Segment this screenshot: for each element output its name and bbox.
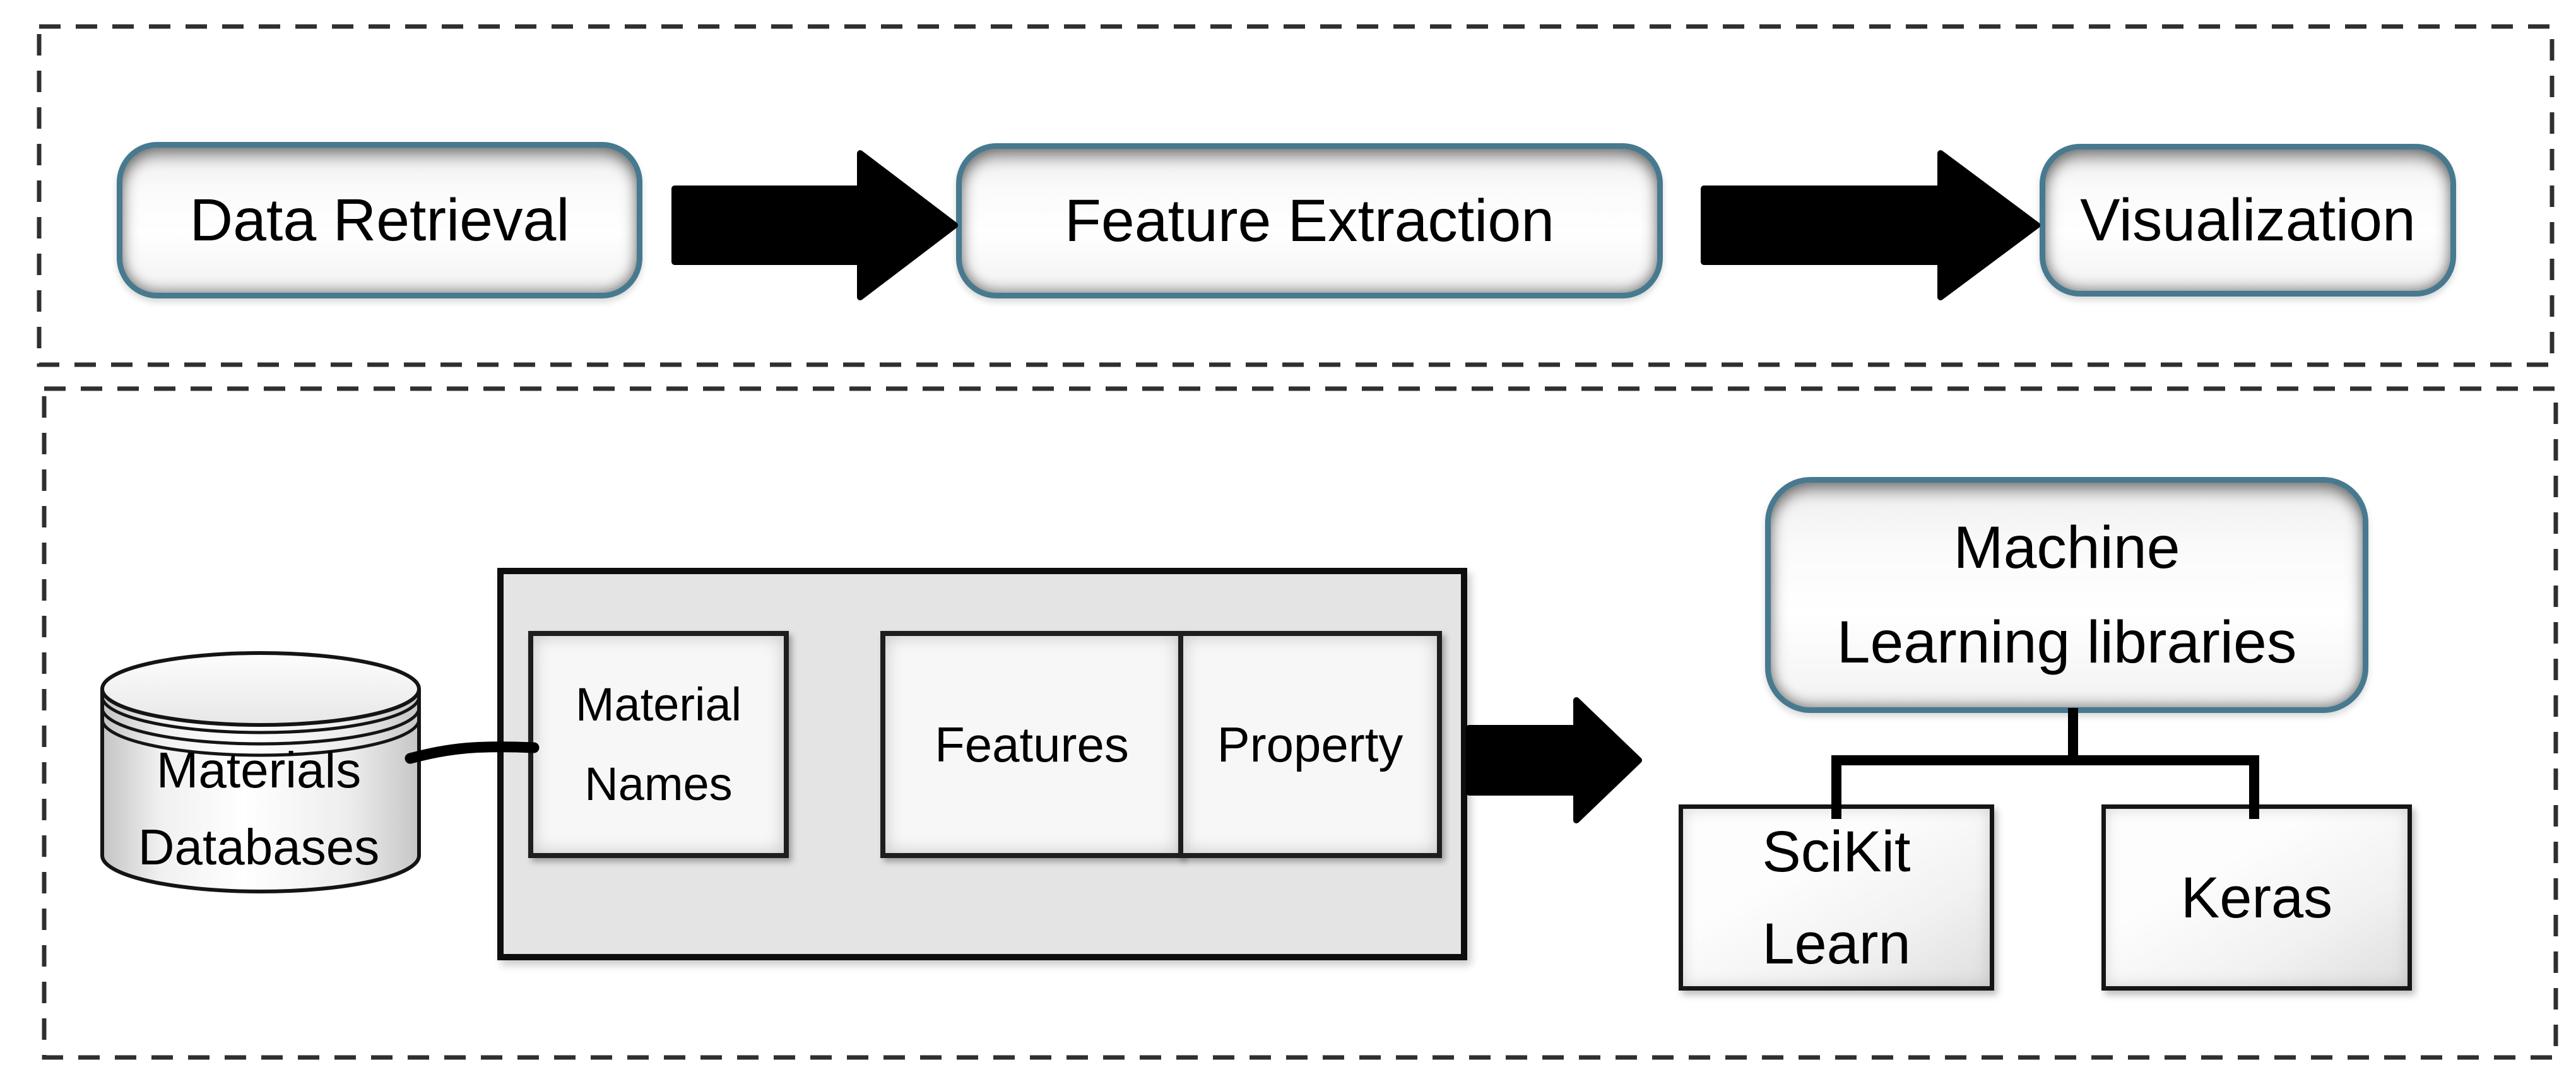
- database-label: Materials Databases: [138, 742, 380, 875]
- dataset-cell-property: Property: [1178, 631, 1442, 858]
- dataset-cell-material-names-label: Material Names: [575, 678, 742, 810]
- dataset-cell-property-label: Property: [1217, 717, 1403, 772]
- ml-to-libraries-connector: [1831, 708, 2259, 819]
- node-feature-extraction: Feature Extraction: [956, 143, 1663, 298]
- node-machine-learning-libraries: Machine Learning libraries: [1765, 477, 2368, 713]
- flow-arrow-retrieval-to-extraction: [671, 150, 958, 300]
- dataset-cell-features-label: Features: [935, 717, 1129, 772]
- node-feature-extraction-label: Feature Extraction: [1064, 187, 1555, 254]
- dataset-cell-features: Features: [880, 631, 1183, 858]
- node-visualization: Visualization: [2040, 144, 2456, 297]
- flow-arrow-extraction-to-visualization: [1701, 150, 2040, 300]
- node-data-retrieval-label: Data Retrieval: [189, 186, 570, 254]
- flow-arrow-dataset-to-ml: [1466, 697, 1642, 823]
- node-visualization-label: Visualization: [2080, 186, 2416, 254]
- node-scikit-learn-label: SciKit Learn: [1762, 819, 1911, 976]
- node-keras-label: Keras: [2180, 865, 2333, 930]
- node-data-retrieval: Data Retrieval: [117, 142, 642, 298]
- node-machine-learning-libraries-label: Machine Learning libraries: [1836, 514, 2297, 676]
- node-scikit-learn: SciKit Learn: [1679, 804, 1994, 991]
- dataset-cell-material-names: Material Names: [528, 631, 789, 858]
- node-keras: Keras: [2101, 804, 2412, 991]
